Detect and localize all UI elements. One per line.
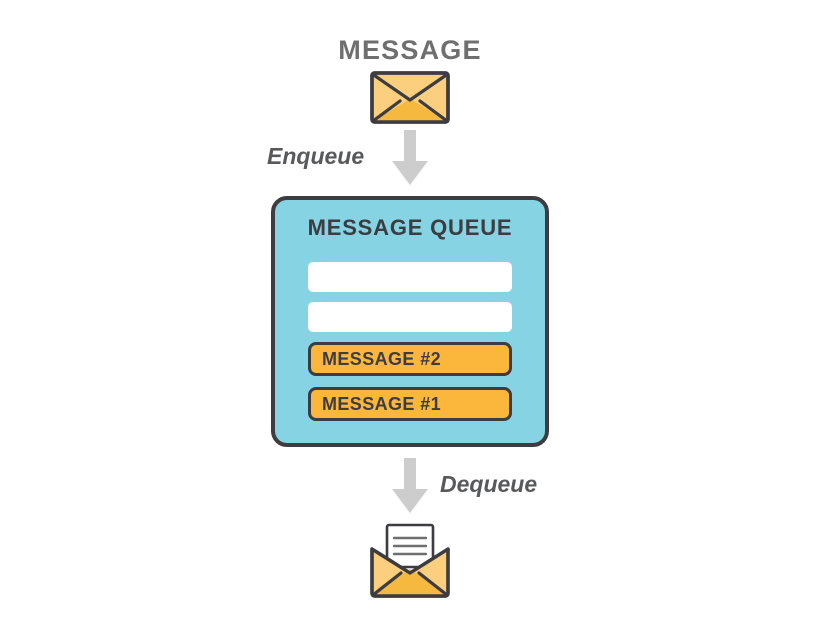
queue-slot-label: MESSAGE #2 (322, 349, 442, 369)
page-title: MESSAGE (338, 35, 482, 65)
queue-slot-empty[interactable] (308, 262, 512, 292)
envelope-closed-icon (370, 71, 450, 124)
arrow-down-icon-dequeue (391, 458, 429, 514)
enqueue-label: Enqueue (267, 143, 365, 169)
dequeue-label: Dequeue (440, 471, 538, 497)
queue-slot-label: MESSAGE #1 (322, 394, 442, 414)
queue-heading: MESSAGE QUEUE (307, 215, 513, 240)
message-queue-box: MESSAGE QUEUE MESSAGE #2 MESSAGE #1 (271, 196, 549, 447)
envelope-open-with-letter-icon (370, 523, 450, 598)
queue-slot-message[interactable]: MESSAGE #1 (308, 387, 512, 421)
queue-slot-empty[interactable] (308, 302, 512, 332)
arrow-down-icon-enqueue (391, 130, 429, 186)
queue-slot-list: MESSAGE #2 MESSAGE #1 (308, 262, 512, 421)
queue-slot-message[interactable]: MESSAGE #2 (308, 342, 512, 376)
